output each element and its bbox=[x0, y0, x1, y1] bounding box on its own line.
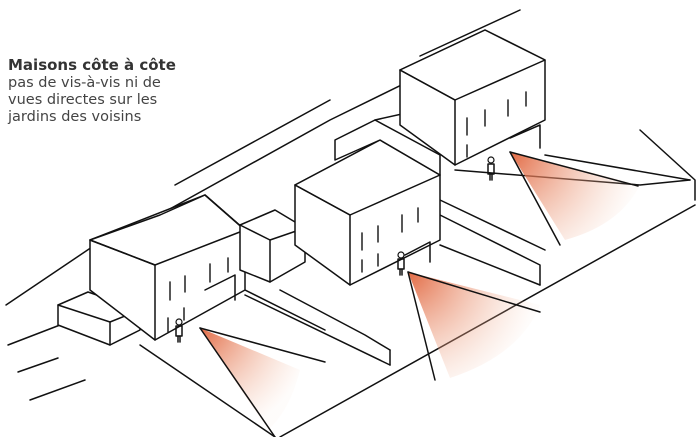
person-1 bbox=[175, 318, 183, 343]
view-cone-1 bbox=[200, 328, 300, 430]
view-cone-3 bbox=[510, 152, 640, 240]
house-left bbox=[57, 194, 246, 346]
caption-line-2: vues directes sur les bbox=[8, 92, 158, 108]
view-cones bbox=[199, 151, 640, 437]
house-right bbox=[399, 29, 546, 166]
caption-line-1: pas de vis-à-vis ni de bbox=[8, 75, 161, 91]
property-lines bbox=[139, 129, 696, 437]
caption-line-3: jardins des voisins bbox=[8, 109, 142, 125]
person-3 bbox=[487, 156, 495, 181]
person-2 bbox=[397, 251, 405, 276]
caption: Maisons côte à côte pas de vis-à-vis ni … bbox=[8, 56, 238, 126]
person-figures bbox=[175, 156, 495, 343]
caption-title: Maisons côte à côte bbox=[8, 56, 176, 74]
garage-block bbox=[239, 209, 306, 283]
view-cone-2 bbox=[408, 272, 540, 378]
